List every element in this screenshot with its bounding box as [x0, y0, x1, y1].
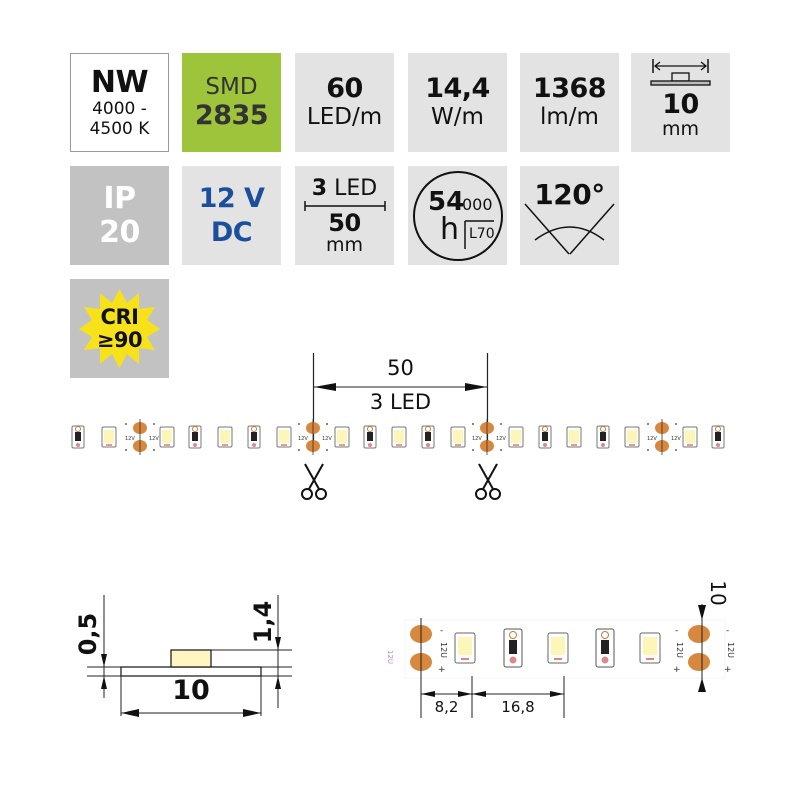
scissors-icon[interactable] [473, 462, 503, 502]
cut-unit-led-label: LED [334, 175, 378, 201]
cut-unit-tile: 3 LED 50 mm [295, 166, 394, 265]
svg-text:12U: 12U [726, 642, 735, 658]
flux-value: 1368 [532, 73, 607, 104]
strip-width-detail-value: 10 [706, 580, 730, 606]
flux-unit: lm/m [540, 104, 599, 130]
strip-width-tile: 10 mm [631, 53, 730, 152]
led-density-tile: 60 LED/m [295, 53, 394, 152]
svg-text:12U: 12U [386, 650, 394, 664]
chip-type-tile: SMD 2835 [182, 53, 281, 152]
cri-star-icon [79, 289, 160, 368]
cut-unit-mm: mm [325, 233, 364, 256]
lifetime-circle-icon [413, 171, 503, 261]
color-temperature-tile: NW 4000 - 4500 K [70, 53, 169, 152]
total-height-value: 1,4 [249, 600, 277, 644]
svg-text:+: + [724, 665, 732, 675]
svg-text:12U: 12U [675, 642, 684, 658]
svg-text:+: + [438, 665, 446, 675]
color-temp-code: NW [90, 64, 149, 100]
beam-angle-value: 120° [534, 178, 605, 211]
strip-width-value: 10 [662, 89, 699, 120]
ip-value: 20 [99, 214, 140, 250]
led-pitch-value: 16,8 [501, 698, 535, 716]
svg-text:12U: 12U [439, 642, 448, 658]
color-temp-range-1: 4000 - [92, 98, 147, 119]
strip-width-icon [650, 59, 711, 86]
voltage-value: 12 V [198, 182, 265, 214]
chip-type-code: 2835 [194, 100, 269, 131]
beam-angle-icon [524, 203, 615, 255]
ip-label: IP [103, 180, 136, 216]
lifetime-tile: 54 000 h L70 [408, 166, 507, 265]
cri-tile: CRI ≥90 [70, 279, 169, 378]
svg-text:-: - [675, 626, 678, 636]
luminous-flux-tile: 1368 lm/m [520, 53, 619, 152]
lifetime-rating: L70 [469, 226, 495, 242]
power-value: 14,4 [425, 73, 490, 104]
power-tile: 14,4 W/m [408, 53, 507, 152]
color-temp-range-2: 4500 K [89, 118, 150, 139]
pcb-thickness-value: 0,5 [74, 612, 102, 656]
voltage-type: DC [210, 216, 253, 248]
led-density-unit: LED/m [306, 104, 383, 130]
cut-unit-led-count: 3 [311, 175, 328, 201]
strip-detail-diagram: 12U - + 12U - + 12U - + 12U [386, 604, 735, 718]
cri-label: CRI [100, 304, 139, 329]
first-pitch-value: 8,2 [434, 698, 459, 716]
svg-text:+: + [673, 665, 681, 675]
svg-text:-: - [726, 626, 729, 636]
cut-unit-leds: 3 LED [311, 175, 378, 201]
cross-section-diagram [87, 595, 292, 717]
cut-dimension-label: 3 LED [369, 390, 432, 414]
ip-rating-tile: IP 20 [70, 166, 169, 265]
lifetime-unit: h [440, 212, 460, 247]
beam-angle-tile: 120° [520, 166, 619, 265]
voltage-tile: 12 V DC [182, 166, 281, 265]
cut-dimension-value: 50 [387, 356, 414, 380]
svg-text:-: - [440, 626, 443, 636]
chip-type-label: SMD [205, 74, 258, 100]
scissors-icon[interactable] [299, 462, 329, 502]
cri-value: ≥90 [96, 327, 143, 352]
lifetime-value-small: 000 [462, 195, 493, 214]
led-strip-diagram: 12V 12V [71, 418, 725, 456]
cut-length-line-icon [303, 200, 386, 211]
strip-width-unit: mm [661, 118, 700, 140]
lifetime-value-big: 54 [428, 187, 465, 217]
power-unit: W/m [431, 104, 484, 130]
led-density-value: 60 [326, 73, 363, 104]
cut-unit-length: 50 [328, 208, 361, 237]
cross-section-width-value: 10 [172, 675, 210, 706]
